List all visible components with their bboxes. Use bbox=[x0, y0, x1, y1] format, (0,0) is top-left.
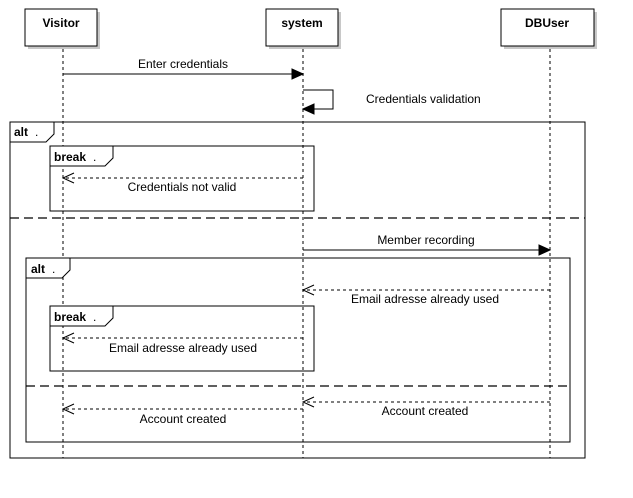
participant-system-label: system bbox=[281, 16, 322, 30]
fragment-break-2: break . bbox=[49, 305, 315, 372]
message-account-created-db: Account created bbox=[301, 396, 550, 418]
fragment-outer-alt: alt . bbox=[9, 121, 586, 459]
fragment-operator: break bbox=[54, 310, 86, 324]
arrowhead-open-icon bbox=[61, 332, 75, 344]
message-label: Email adresse already used bbox=[109, 341, 257, 355]
fragment-guard: . bbox=[52, 262, 55, 276]
message-label: Member recording bbox=[377, 233, 474, 247]
arrowhead-solid-icon bbox=[291, 68, 305, 80]
message-enter-credentials: Enter credentials bbox=[63, 57, 305, 80]
fragment-guard: . bbox=[93, 150, 96, 164]
fragment-inner-alt: alt . bbox=[25, 257, 571, 443]
fragment-operator: alt bbox=[31, 262, 45, 276]
message-label: Account created bbox=[382, 404, 469, 418]
participant-visitor-label: Visitor bbox=[42, 16, 79, 30]
fragment-operator: alt bbox=[14, 125, 28, 139]
arrowhead-open-icon bbox=[301, 396, 315, 408]
fragment-guard: . bbox=[93, 310, 96, 324]
arrowhead-open-icon bbox=[61, 403, 75, 415]
message-label: Credentials not valid bbox=[128, 180, 237, 194]
message-label: Enter credentials bbox=[138, 57, 228, 71]
participant-dbuser-label: DBUser bbox=[525, 16, 569, 30]
arrowhead-solid-icon bbox=[301, 103, 315, 115]
fragment-guard: . bbox=[35, 125, 38, 139]
message-credentials-validation: Credentials validation bbox=[301, 89, 481, 115]
message-label: Email adresse already used bbox=[351, 292, 499, 306]
fragment-break-1: break . bbox=[49, 145, 315, 212]
participant-visitor: Visitor bbox=[24, 8, 100, 49]
message-label: Account created bbox=[140, 412, 227, 426]
message-account-created-visitor: Account created bbox=[61, 403, 303, 426]
message-email-used-db: Email adresse already used bbox=[301, 284, 550, 306]
message-email-used-visitor: Email adresse already used bbox=[61, 332, 303, 355]
message-credentials-not-valid: Credentials not valid bbox=[61, 172, 303, 194]
participant-dbuser: DBUser bbox=[500, 8, 597, 49]
fragment-operator: break bbox=[54, 150, 86, 164]
arrowhead-open-icon bbox=[301, 284, 315, 296]
participant-system: system bbox=[265, 8, 341, 49]
message-member-recording: Member recording bbox=[303, 233, 552, 256]
arrowhead-solid-icon bbox=[538, 244, 552, 256]
message-label: Credentials validation bbox=[366, 92, 481, 106]
arrowhead-open-icon bbox=[61, 172, 75, 184]
